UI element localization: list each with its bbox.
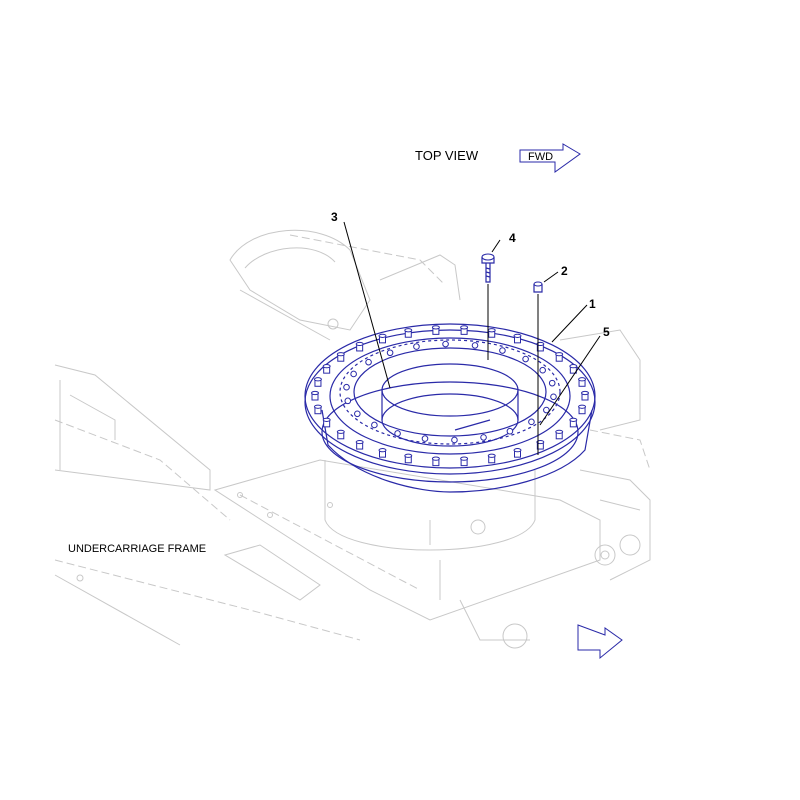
bolt-head bbox=[336, 352, 345, 362]
inner-bolt bbox=[365, 358, 372, 366]
bolt-head bbox=[460, 325, 469, 335]
bolt-head bbox=[578, 377, 587, 387]
bolt-part-4 bbox=[481, 253, 495, 283]
bolt-head bbox=[404, 328, 413, 338]
bolt-head bbox=[536, 439, 545, 450]
inner-bolt bbox=[354, 410, 361, 418]
inner-bolt bbox=[394, 430, 401, 437]
bolt-head bbox=[487, 328, 496, 338]
bolt-head bbox=[322, 417, 331, 428]
bolt-head bbox=[431, 325, 440, 335]
bolt-head bbox=[569, 417, 578, 428]
top-view-label: TOP VIEW bbox=[415, 148, 479, 163]
fwd-arrow: FWD bbox=[519, 143, 581, 173]
bolt-head bbox=[404, 453, 413, 464]
inner-bolt bbox=[548, 379, 556, 387]
bolt-head bbox=[578, 404, 587, 415]
inner-bolt bbox=[471, 342, 479, 349]
leader-lines bbox=[343, 221, 601, 455]
bolt-head bbox=[378, 333, 387, 344]
inner-bolt bbox=[480, 434, 487, 441]
callout-3: 3 bbox=[331, 210, 338, 224]
bolt-head bbox=[555, 429, 564, 440]
callout-1: 1 bbox=[589, 297, 596, 311]
inner-bolt bbox=[343, 383, 350, 391]
bolt-head bbox=[460, 456, 469, 467]
bolt-head bbox=[513, 448, 522, 458]
callout-2: 2 bbox=[561, 264, 568, 278]
inner-bolt bbox=[371, 421, 378, 429]
swing-bearing bbox=[304, 323, 596, 493]
inner-bolt bbox=[506, 427, 514, 435]
inner-bolt bbox=[550, 393, 557, 401]
bolt-head bbox=[536, 341, 545, 352]
bolt-head bbox=[313, 404, 322, 415]
inner-bolt bbox=[522, 355, 529, 363]
inner-bolt bbox=[413, 343, 420, 350]
bolt-head bbox=[431, 456, 440, 467]
bolt-head bbox=[355, 439, 364, 450]
bolt-head bbox=[311, 390, 319, 401]
undercarriage-frame-label: UNDERCARRIAGE FRAME bbox=[68, 543, 206, 555]
fwd-arrow-lower bbox=[577, 624, 623, 660]
undercarriage-frame bbox=[54, 229, 651, 649]
inner-bolt bbox=[421, 435, 429, 442]
bolt-head bbox=[313, 377, 322, 387]
bolt-head bbox=[569, 364, 578, 374]
callout-4: 4 bbox=[509, 231, 516, 245]
bolt-head bbox=[555, 352, 564, 362]
inner-bolt bbox=[344, 397, 352, 405]
bolt-head bbox=[581, 390, 589, 401]
fwd-label: FWD bbox=[528, 151, 553, 163]
callout-5: 5 bbox=[603, 325, 610, 339]
inner-bolt bbox=[386, 349, 394, 357]
inner-bolt bbox=[451, 436, 458, 444]
inner-bolt bbox=[539, 366, 546, 374]
ring-bolts bbox=[311, 325, 589, 467]
bolt-head bbox=[487, 453, 496, 464]
bolt-head bbox=[378, 448, 387, 458]
inner-bolt bbox=[543, 406, 550, 414]
inner-bolt bbox=[499, 347, 506, 354]
inner-bolt bbox=[350, 370, 357, 378]
pin-part-2 bbox=[533, 281, 543, 293]
inner-bolt bbox=[528, 418, 535, 426]
bolt-head bbox=[322, 364, 331, 374]
bolt-head bbox=[336, 429, 345, 440]
bolt-head bbox=[513, 333, 522, 344]
bolt-head bbox=[355, 341, 364, 352]
inner-bolt bbox=[442, 340, 449, 348]
